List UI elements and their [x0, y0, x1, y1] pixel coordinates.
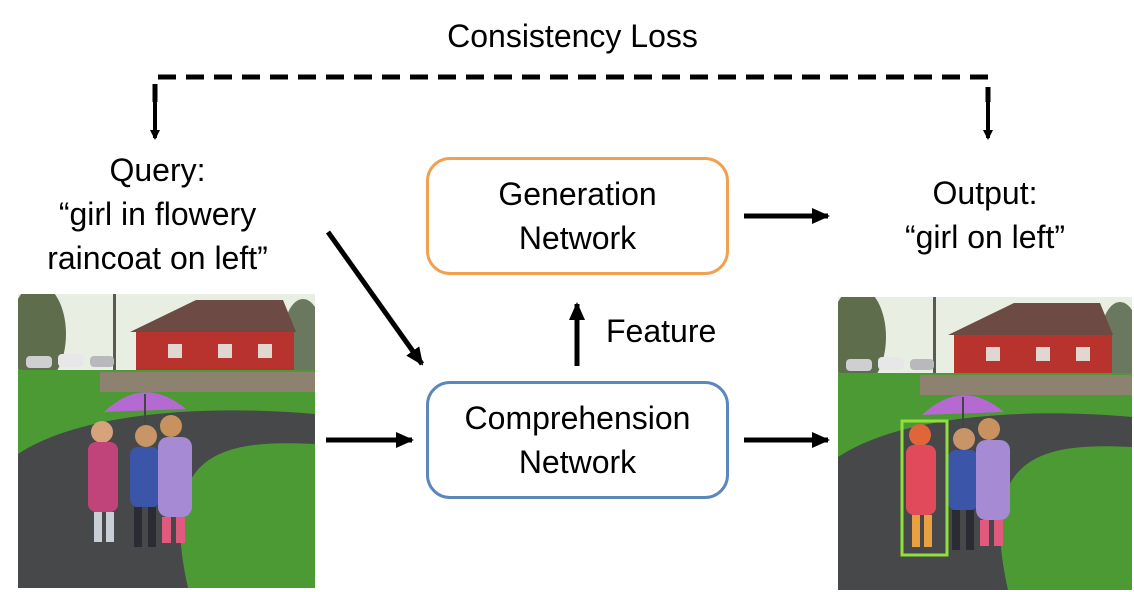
- output-text: Output: “girl on left”: [870, 173, 1100, 257]
- output-photo-illustration: [838, 297, 1132, 590]
- query-line-1: Query:: [109, 152, 206, 188]
- query-text: Query: “girl in flowery raincoat on left…: [20, 150, 295, 278]
- detection-bounding-box: [900, 419, 949, 557]
- comprehension-box-line-2: Network: [518, 444, 637, 480]
- generation-network-box: Generation Network: [426, 157, 729, 275]
- output-line-2: “girl on left”: [904, 219, 1066, 255]
- input-photo-illustration: [18, 294, 315, 588]
- query-to-comprehension-arrow: [325, 230, 425, 366]
- generation-box-line-2: Network: [518, 220, 637, 256]
- feature-label: Feature: [606, 313, 717, 349]
- consistency-loss-label: Consistency Loss: [447, 18, 698, 54]
- generation-box-line-1: Generation: [498, 176, 657, 212]
- output-photo: [838, 297, 1132, 590]
- input-photo: [18, 294, 315, 588]
- query-line-3: raincoat on left”: [47, 240, 268, 276]
- consistency-loss-dashed-line: [152, 74, 991, 102]
- output-line-1: Output:: [932, 175, 1038, 211]
- comprehension-box-line-1: Comprehension: [464, 400, 691, 436]
- comprehension-network-box: Comprehension Network: [426, 381, 729, 499]
- query-line-2: “girl in flowery: [58, 196, 257, 232]
